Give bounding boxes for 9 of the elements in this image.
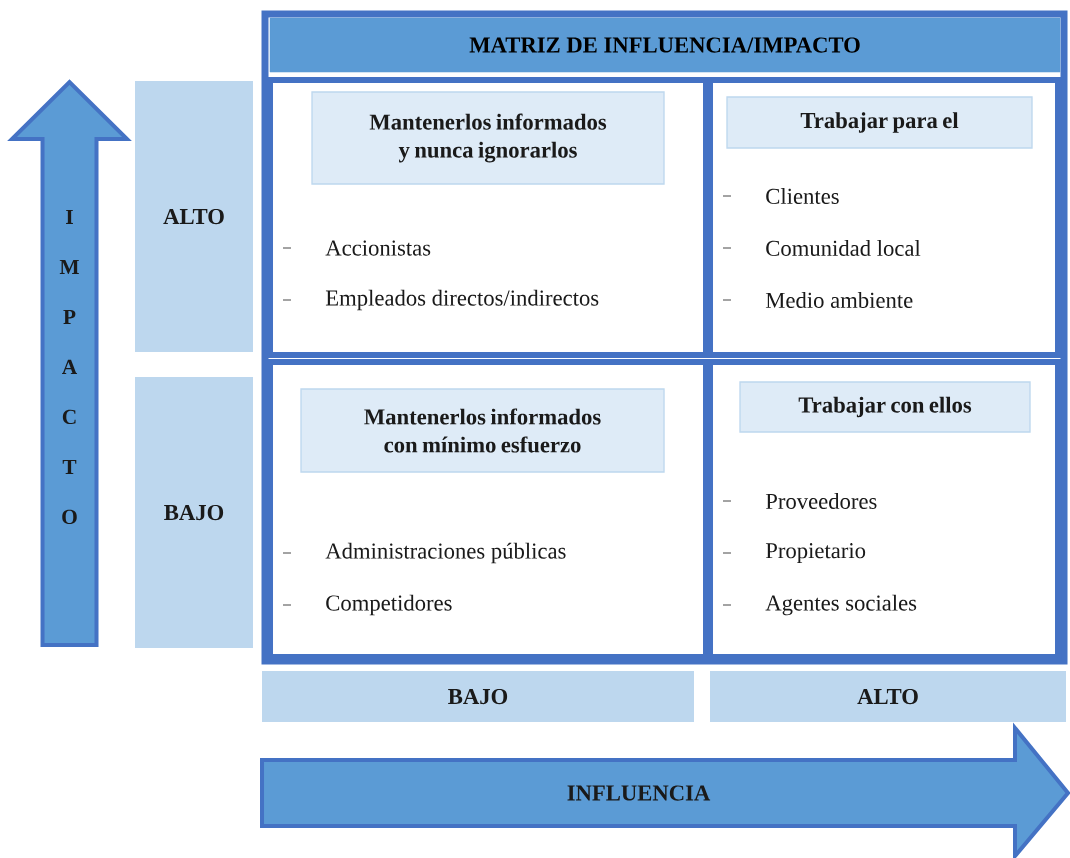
heading-box: Trabajar para el: [726, 96, 1033, 149]
axis-level-band: ALTO: [135, 81, 253, 352]
heading-box: Mantenerlos informados y nunca ignorarlos: [311, 91, 665, 185]
axis-level-band: ALTO: [710, 671, 1066, 722]
heading-box: Trabajar con ellos: [739, 381, 1031, 433]
axis-level-band: BAJO: [262, 671, 694, 722]
title-band: MATRIZ DE INFLUENCIA/IMPACTO: [269, 17, 1061, 73]
heading-box: Mantenerlos informados con mínimo esfuerzo: [300, 388, 665, 473]
axis-level-band: BAJO: [135, 377, 253, 648]
